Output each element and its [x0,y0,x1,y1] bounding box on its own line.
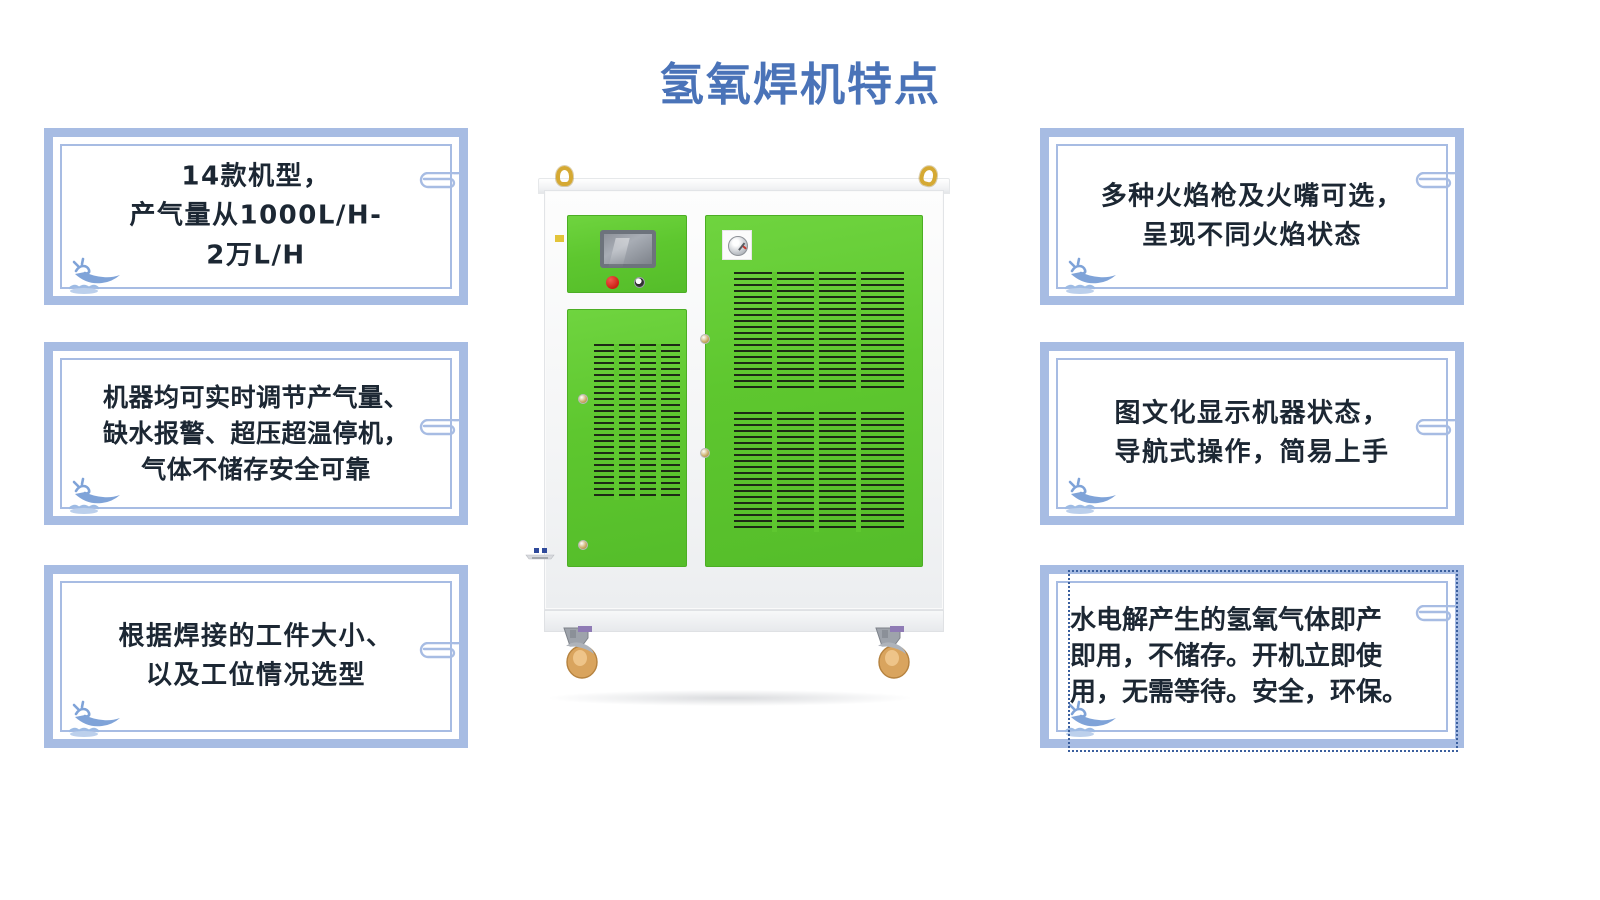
machine-cabinet [544,190,944,610]
machine-base [544,610,944,632]
louver-vent-right-lower [734,412,904,532]
lifting-eye-bolt-left [556,166,573,186]
pressure-gauge-mount [722,230,752,260]
feature-text-selection-by-workpiece: 根据焊接的工件大小、 以及工位情况选型 [118,620,394,691]
feature-box-inner: 图文化显示机器状态， 导航式操作，简易上手 [1056,358,1462,514]
feature-text-graphical-status-display: 图文化显示机器状态， 导航式操作，简易上手 [1114,397,1390,468]
louver-vent-right-upper [734,272,904,392]
feature-box-realtime-control-and-safety[interactable]: 机器均可实时调节产气量、 缺水报警、超压超温停机， 气体不储存安全可靠 [44,342,468,525]
louver-vent-left [594,344,680,500]
feature-text-models-and-output: 14款机型， 产气量从1000L/H- 2万L/H [129,161,383,271]
feature-box-inner: 多种火焰枪及火嘴可选， 呈现不同火焰状态 [1056,144,1462,294]
dragon-boat-icon [1064,477,1116,514]
caster-wheel-left [563,626,598,679]
dragon-boat-icon [1064,257,1116,294]
page-title: 氢氧焊机特点 [658,58,941,111]
yellow-label-tag [555,235,564,242]
feature-box-inner: 机器均可实时调节产气量、 缺水报警、超压超温停机， 气体不储存安全可靠 [60,358,466,514]
door-lock-knob-lower-left[interactable] [578,540,588,550]
machine-shadow [550,690,910,706]
feature-text-realtime-control-and-safety: 机器均可实时调节产气量、 缺水报警、超压超温停机， 气体不储存安全可靠 [102,382,409,484]
feature-box-on-demand-gas-generation[interactable]: 水电解产生的氢氧气体即产 即用，不储存。开机立即使 用，无需等待。安全，环保。 [1040,565,1464,748]
feature-text-torch-and-nozzle-options: 多种火焰枪及火嘴可选， 呈现不同火焰状态 [1100,180,1404,251]
feature-box-selection-by-workpiece[interactable]: 根据焊接的工件大小、 以及工位情况选型 [44,565,468,748]
main-door[interactable] [700,215,923,567]
caster-wheel-right [875,626,910,679]
feature-box-inner: 水电解产生的氢氧气体即产 即用，不储存。开机立即使 用，无需等待。安全，环保。 [1056,581,1462,737]
emergency-stop-button[interactable] [606,276,619,289]
feature-box-models-and-output[interactable]: 14款机型， 产气量从1000L/H- 2万L/H [44,128,468,305]
pressure-gauge [728,236,748,256]
feature-box-inner: 根据焊接的工件大小、 以及工位情况选型 [60,581,466,737]
oxyhydrogen-welding-machine-photo [520,160,980,706]
lower-left-door[interactable] [567,309,687,567]
feature-box-inner: 14款机型， 产气量从1000L/H- 2万L/H [60,144,466,294]
door-lock-knob-left[interactable] [578,394,588,404]
touchscreen-display[interactable] [600,230,656,268]
feature-text-on-demand-gas-generation: 水电解产生的氢氧气体即产 即用，不储存。开机立即使 用，无需等待。安全，环保。 [1070,604,1409,708]
feature-box-torch-and-nozzle-options[interactable]: 多种火焰枪及火嘴可选， 呈现不同火焰状态 [1040,128,1464,305]
control-panel[interactable] [567,215,687,293]
gauge-red-zone [741,244,747,250]
selector-switch[interactable] [634,277,645,288]
feature-box-graphical-status-display[interactable]: 图文化显示机器状态， 导航式操作，简易上手 [1040,342,1464,525]
gas-outlet-valve [525,548,555,560]
dragon-boat-icon [68,700,120,737]
door-lock-knob-lower[interactable] [700,448,710,458]
door-lock-knob-upper[interactable] [700,334,710,344]
